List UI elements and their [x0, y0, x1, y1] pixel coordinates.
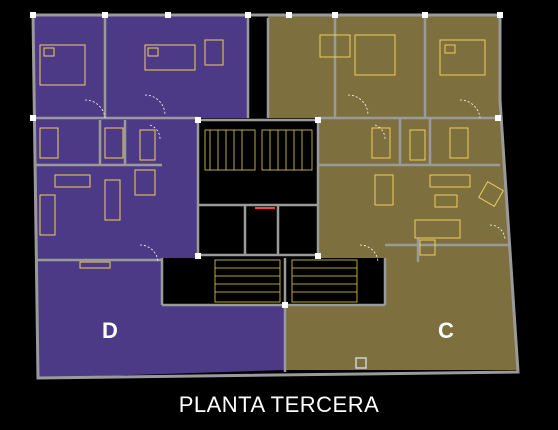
shaft-marker — [355, 357, 367, 369]
stair-core — [198, 120, 318, 258]
interior-walls — [36, 18, 510, 372]
door-swings — [84, 94, 506, 263]
plan-title: PLANTA TERCERA — [178, 392, 380, 417]
apartment-d-area — [33, 15, 285, 378]
apartment-c-label: C — [438, 318, 454, 343]
furniture — [39, 34, 504, 269]
staircases — [204, 129, 358, 303]
apartment-d-label: D — [102, 318, 118, 343]
columns — [30, 12, 503, 308]
